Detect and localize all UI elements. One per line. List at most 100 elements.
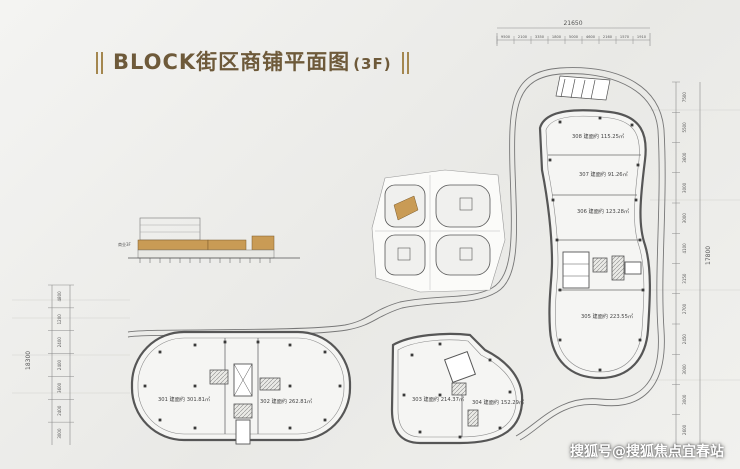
dim-top-segment: 2160 <box>603 35 613 39</box>
dim-top-segment: 9500 <box>501 35 511 39</box>
structural-column <box>638 238 642 242</box>
structural-column <box>630 123 634 127</box>
structural-column <box>193 384 197 388</box>
unit-label-305: 305 建面约 223.55㎡ <box>581 312 634 320</box>
structural-column <box>551 198 555 202</box>
dim-right-segment: 3000 <box>682 364 687 375</box>
structural-column <box>558 288 562 292</box>
title-block: BLOCK街区商铺平面图(3F) <box>96 46 409 80</box>
dim-right-total: 17800 <box>705 246 712 265</box>
structural-column <box>488 358 492 362</box>
dim-left-segment: 4800 <box>57 291 62 302</box>
structural-column <box>193 343 197 347</box>
dim-right-segment: 2700 <box>682 303 687 314</box>
dim-top-segment: 4600 <box>586 35 596 39</box>
structural-column <box>438 342 442 346</box>
north-stair <box>555 75 611 101</box>
dim-left-segment: 2400 <box>57 337 62 348</box>
dim-top-segment: 5000 <box>569 35 579 39</box>
title-text: BLOCK街区商铺平面图 <box>113 50 351 74</box>
dim-right-segment: 3000 <box>682 182 687 193</box>
structural-column <box>638 338 642 342</box>
structural-column <box>458 435 462 439</box>
watermark: 搜狐号@搜狐焦点宜春站 <box>570 444 724 460</box>
floor-label: (3F) <box>353 55 392 73</box>
gold-bar <box>406 52 409 74</box>
structural-column <box>418 430 422 434</box>
dim-right-segment: 4100 <box>682 243 687 254</box>
unit-labels: 301 建面约 301.81㎡ 302 建面约 262.81㎡ 303 建面约 … <box>158 132 634 406</box>
unit-label-302: 302 建面约 262.81㎡ <box>260 397 313 405</box>
structural-column <box>338 384 342 388</box>
dim-right-segment: 3600 <box>682 152 687 163</box>
dim-left-segment: 3000 <box>57 428 62 439</box>
structural-column <box>223 340 227 344</box>
dim-right-segment: 3000 <box>682 394 687 405</box>
outer-walkway <box>127 67 666 441</box>
dim-left-segment: 2400 <box>57 359 62 370</box>
structural-column <box>158 418 162 422</box>
structural-column <box>288 426 292 430</box>
left-dimension <box>51 285 71 445</box>
building-east <box>538 109 651 380</box>
structural-column <box>636 163 640 167</box>
section-ticks <box>139 258 271 263</box>
dim-right-segment: 2450 <box>682 334 687 345</box>
west-columns <box>143 340 342 430</box>
unit-label-301: 301 建面约 301.81㎡ <box>158 395 211 403</box>
structural-column <box>498 426 502 430</box>
mid-columns <box>402 342 512 439</box>
building-west <box>130 330 352 445</box>
dim-left-total: 18300 <box>25 351 32 370</box>
unit-label-304: 304 建面约 152.29㎡ <box>472 398 525 406</box>
structural-column <box>143 384 147 388</box>
structural-column <box>641 288 645 292</box>
dim-top-segment: 1570 <box>620 35 630 39</box>
structural-column <box>288 384 292 388</box>
structural-column <box>548 158 552 162</box>
structural-column <box>323 350 327 354</box>
key-plan <box>371 169 506 293</box>
unit-label-303: 303 建面约 214.37㎡ <box>412 395 465 403</box>
gold-bar <box>96 52 98 74</box>
structural-column <box>158 350 162 354</box>
structural-column <box>288 343 292 347</box>
structural-column <box>438 393 442 397</box>
gold-bar <box>401 52 404 74</box>
dim-right-segment: 3000 <box>682 213 687 224</box>
page-title: BLOCK街区商铺平面图(3F) <box>113 45 392 81</box>
dim-left-segment: 1200 <box>57 314 62 325</box>
unit-label-308: 308 建面约 115.25㎡ <box>572 132 625 140</box>
structural-column <box>193 426 197 430</box>
structural-column <box>558 338 562 342</box>
structural-column <box>598 368 602 372</box>
unit-label-307: 307 建面约 91.26㎡ <box>579 170 629 178</box>
dim-right-segment: 7500 <box>682 92 687 103</box>
structural-column <box>508 390 512 394</box>
dim-top-segment: 2100 <box>518 35 528 39</box>
building-mid <box>390 332 524 445</box>
structural-column <box>410 353 414 357</box>
structural-column <box>634 198 638 202</box>
dim-top-segment: 1910 <box>637 35 647 39</box>
structural-column <box>323 418 327 422</box>
structural-column <box>555 238 559 242</box>
dim-top-total: 21650 <box>563 20 582 27</box>
left-dimension-segments: 4800 1200 2400 2400 3600 2400 3000 <box>48 284 74 439</box>
unit-label-306: 306 建面约 123.28㎡ <box>577 207 630 215</box>
structural-column <box>256 340 260 344</box>
right-dimension-segments: 7500550036003000300041003150270024503000… <box>672 81 687 435</box>
title-right-bars <box>401 52 409 74</box>
structural-column <box>598 116 602 120</box>
structural-column <box>402 393 406 397</box>
title-left-bars <box>96 52 103 74</box>
dim-top-segment: 3350 <box>535 35 545 39</box>
dim-left-segment: 2400 <box>57 405 62 416</box>
dim-left-segment: 3600 <box>57 382 62 393</box>
east-columns <box>548 116 645 372</box>
section-drawing <box>128 217 300 259</box>
dim-right-segment: 2600 <box>682 424 687 435</box>
structural-column <box>558 120 562 124</box>
